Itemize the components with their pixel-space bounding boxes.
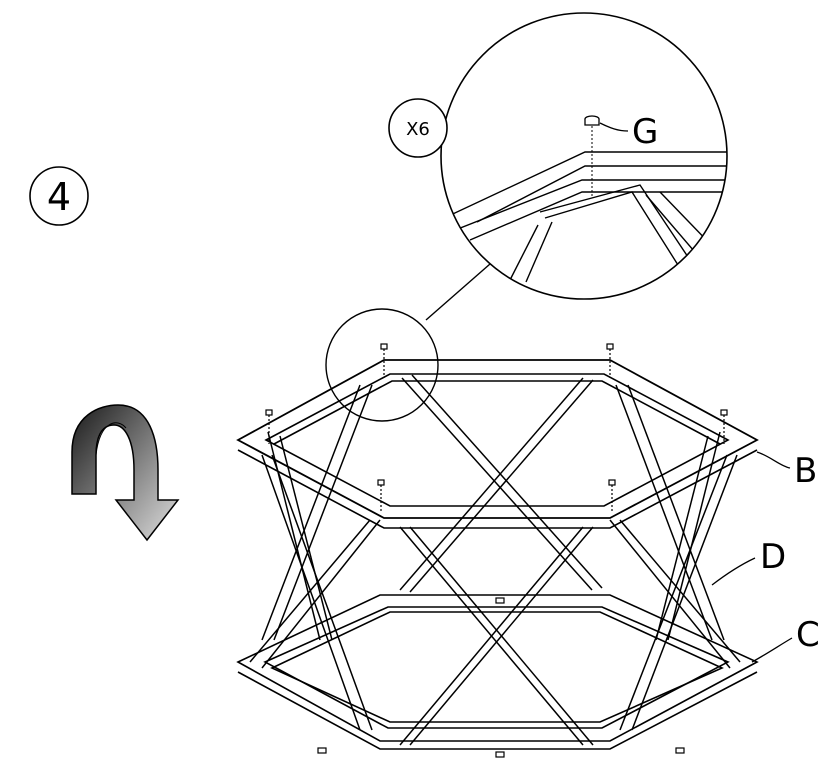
callout-b: B — [756, 451, 817, 491]
callout-d: D — [711, 537, 786, 586]
screw-g-icon — [584, 115, 600, 196]
part-b-label: B — [794, 451, 817, 491]
detail-magnifier: G — [440, 12, 728, 300]
callout-c: C — [751, 615, 820, 663]
screw-icon — [606, 343, 614, 378]
screw-icon — [377, 479, 385, 512]
screw-icon — [720, 409, 728, 444]
top-frame-b — [236, 359, 759, 529]
step-number: 4 — [47, 175, 71, 219]
quantity-badge: X6 — [388, 98, 448, 158]
screw-icon — [380, 343, 388, 378]
table-frame — [236, 343, 759, 758]
rotate-flip-arrow-icon — [71, 404, 180, 542]
step-badge: 4 — [29, 166, 89, 226]
screw-icon — [265, 409, 273, 444]
detail-marker-circle — [325, 308, 439, 422]
part-d-label: D — [760, 537, 786, 577]
quantity-text: X6 — [406, 119, 430, 140]
part-c-label: C — [796, 615, 820, 655]
feet — [317, 597, 685, 758]
part-g-label: G — [632, 112, 658, 152]
screw-markers — [265, 343, 728, 512]
bottom-frame-c — [236, 594, 759, 750]
screw-icon — [608, 479, 616, 512]
legs-d — [249, 374, 741, 746]
